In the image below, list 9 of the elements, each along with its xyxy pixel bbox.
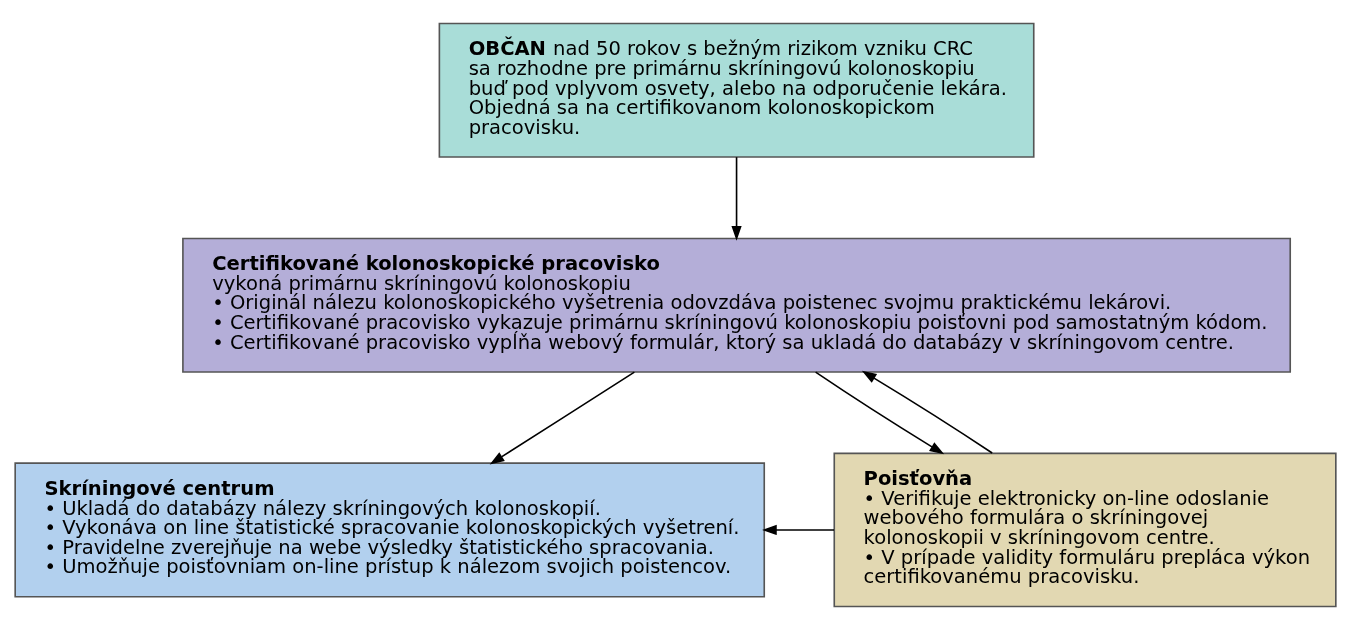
- arrow: [861, 370, 993, 454]
- node-box: OBČAN nad 50 rokov s bežným rizikom vzniku CRC sa rozhodne pre primárnu skríningovú kolonoskopiu buď pod vplyvom osvety, alebo na odporučenie lekára. Objedná sa na certifikovanom kolonoskopickom pracovisku.: [438, 22, 1035, 158]
- arrow: [814, 370, 945, 454]
- node-box: Skríningové centrum • Ukladá do databázy nálezy skríningových kolonoskopií. • Vykonáva on line štatistické spracovanie kolonoskopických vyšetrení. • Pravidelne zverejňuje na webe výsledky štatistického spracovania. • Umožňuje poisťovniam on-line prístup k nálezom svojich poistencov.: [14, 461, 766, 598]
- arrow: [731, 155, 742, 241]
- arrow: [762, 524, 835, 535]
- node-box: Poisťovňa • Verifikuje elektronicky on-line odoslanie webového formulára o skríningovej kolonoskopii v skríningovom centre. • V prípade validity formuláru prepláca výkon certifikovanému pracovisku.: [833, 452, 1337, 607]
- arrow: [489, 370, 636, 464]
- node-box: Certifikované kolonoskopické pracovisko vykoná primárnu skríningovú kolonoskopiu • Originál nálezu kolonoskopického vyšetrenia odovzdáva poistenec svojmu praktickému lekárovi. • Certifikované pracovisko vykazuje primárnu skríningovú kolonoskopiu poisťovni pod samostatným kódom. • Certifikované pracovisko vypĺňa webový formulár, ktorý sa ukladá do databázy v skríningovom centre.: [182, 237, 1292, 373]
